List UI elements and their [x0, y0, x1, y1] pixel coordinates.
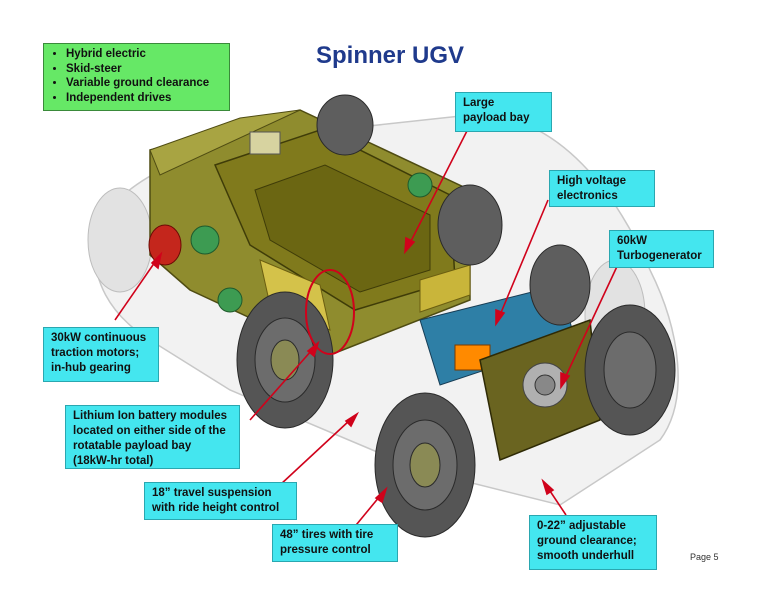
arrow-payload: [409, 124, 471, 244]
diagram-title: Spinner UGV: [315, 42, 465, 69]
arrow-battery: [249, 349, 313, 421]
wheel-rear-right: [584, 304, 676, 436]
battery-modules: [419, 264, 471, 313]
arrow-hv: [499, 199, 549, 316]
wheel-rear-top: [316, 94, 374, 156]
deck-front-ramp: [149, 109, 301, 176]
arrow-turbo: [564, 259, 621, 379]
callout-tires: 48” tires with tire pressure control: [272, 524, 398, 562]
motor-hub: [407, 172, 433, 198]
callout-high-voltage-electronics: High voltage electronics: [549, 170, 655, 207]
callout-suspension: 18” travel suspension with ride height c…: [144, 482, 297, 520]
page-number: Page 5: [690, 552, 719, 562]
callout-ground-clearance: 0-22” adjustable ground clearance; smoot…: [529, 515, 657, 570]
callout-arrows: [114, 124, 621, 531]
hatch: [249, 131, 281, 155]
motor-hub: [217, 287, 243, 313]
payload-bay-floor: [254, 164, 431, 293]
arrow-suspension: [279, 419, 351, 486]
traction-motor: [148, 224, 182, 266]
feature-item: Skid-steer: [66, 62, 223, 77]
features-box: Hybrid electric Skid-steer Variable grou…: [43, 43, 230, 111]
wheel-rear-mid: [437, 184, 503, 266]
callout-payload-bay: Large payload bay: [455, 92, 552, 132]
arrow-motors: [114, 261, 156, 321]
arrow-clearance: [547, 487, 567, 516]
callout-traction-motors: 30kW continuous traction motors; in-hub …: [43, 327, 159, 382]
wheel-front-right: [374, 392, 476, 538]
wheel-right-top: [529, 244, 591, 326]
feature-item: Independent drives: [66, 91, 223, 106]
feature-item: Variable ground clearance: [66, 76, 223, 91]
battery-highlight-circle: [305, 269, 355, 355]
features-list: Hybrid electric Skid-steer Variable grou…: [54, 47, 223, 105]
motor-hub: [190, 225, 220, 255]
ghost-wheel: [87, 187, 153, 293]
callout-battery-modules: Lithium Ion battery modules located on e…: [65, 405, 240, 469]
turbine-core: [534, 374, 556, 396]
callout-turbogenerator: 60kW Turbogenerator: [609, 230, 714, 268]
wheel-front-left: [236, 291, 334, 429]
feature-item: Hybrid electric: [66, 47, 223, 62]
